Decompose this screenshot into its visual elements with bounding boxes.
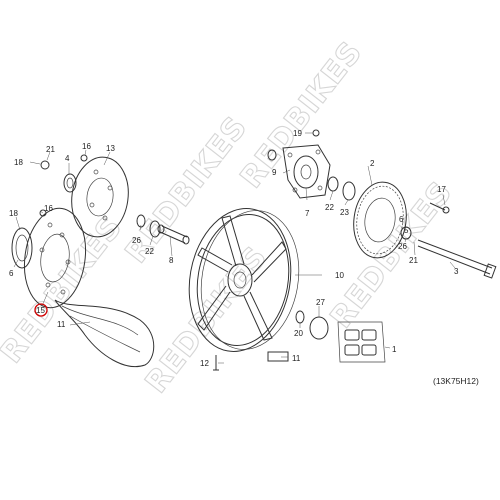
- callout-6b: 6: [399, 215, 404, 224]
- sprocket-hub-7: [282, 144, 331, 199]
- callout-14: 13: [106, 144, 115, 153]
- axle-3: [417, 239, 497, 279]
- callout-16b: 16: [44, 204, 53, 213]
- leader-lines: [13, 132, 456, 364]
- bearing-25: [342, 181, 356, 201]
- damper-9: [267, 149, 277, 161]
- watermark-1: REDBIKES: [0, 210, 130, 370]
- callout-20: 18: [14, 158, 23, 167]
- callout-16a: 16: [82, 142, 91, 151]
- callout-7: 7: [305, 209, 310, 218]
- callout-4: 4: [65, 154, 70, 163]
- hub-spacers: [39, 154, 88, 217]
- callout-10: 10: [335, 271, 344, 280]
- callout-19: 19: [293, 129, 302, 138]
- axle-spacer-8: [157, 224, 190, 245]
- tire-12: [54, 299, 155, 367]
- wheel-10: [188, 208, 300, 352]
- watermark-3: REDBIKES: [234, 35, 370, 195]
- callout-3: 3: [454, 267, 459, 276]
- o-ring-27: [309, 316, 329, 340]
- callout-21b: 21: [409, 256, 418, 265]
- highlight-ring: [34, 303, 48, 317]
- callout-23: 20: [294, 329, 303, 338]
- callout-26b: 26: [398, 242, 407, 251]
- callout-21a: 21: [46, 145, 55, 154]
- callout-26a: 26: [132, 236, 141, 245]
- callout-18: 18: [9, 209, 18, 218]
- callout-22: 22: [325, 203, 334, 212]
- brake-disc-14: [71, 156, 129, 238]
- bearing-22: [327, 176, 339, 192]
- valve-13: [213, 355, 219, 371]
- bearings-24-26: [136, 214, 161, 238]
- disc-carrier-6: [11, 227, 33, 269]
- callout-6a: 6: [9, 269, 14, 278]
- callout-25: 23: [340, 208, 349, 217]
- brake-pads-1: [337, 321, 386, 363]
- bolt-19: [312, 129, 320, 137]
- callouts: 18 21 4 16 13 18 16 6 15 11 26 22 8 19 9…: [9, 129, 459, 368]
- callout-15: 15: [36, 306, 45, 315]
- callout-17: 17: [437, 185, 446, 194]
- callout-8: 8: [169, 256, 174, 265]
- callout-24: 22: [145, 247, 154, 256]
- callout-5: 5: [404, 226, 409, 235]
- brake-disc-15: [23, 207, 87, 309]
- callout-12: 11: [57, 320, 66, 329]
- sprocket-2: [353, 181, 407, 259]
- callout-13: 12: [200, 359, 209, 368]
- bolt-17: [429, 202, 450, 214]
- balance-weight-11: [267, 351, 289, 362]
- watermark-4: REDBIKES: [324, 175, 460, 335]
- callout-11: 11: [292, 354, 301, 363]
- callout-9: 9: [272, 168, 277, 177]
- callout-1: 1: [392, 345, 397, 354]
- watermark-2: REDBIKES: [119, 110, 255, 270]
- callout-2: 2: [370, 159, 375, 168]
- bearing-23: [295, 310, 305, 324]
- diagram-code: (13K75H12): [433, 376, 479, 386]
- callout-27: 27: [316, 298, 325, 307]
